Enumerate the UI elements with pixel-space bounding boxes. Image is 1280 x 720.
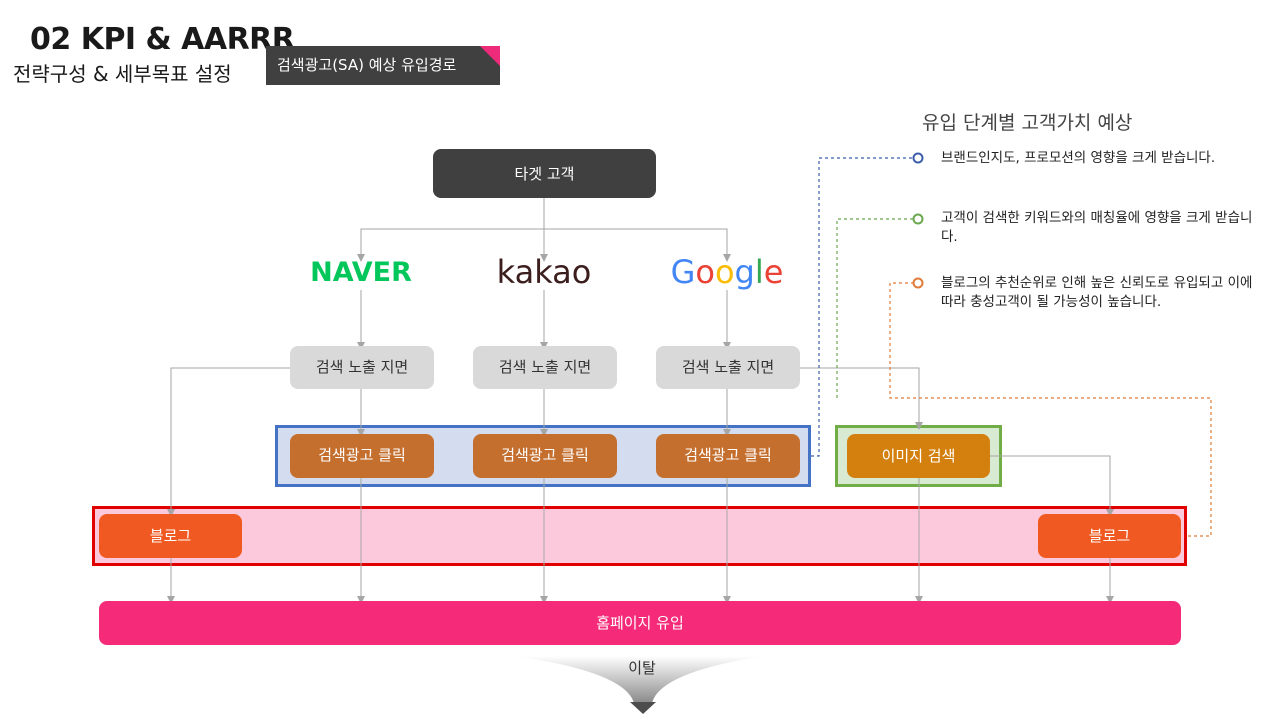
legend-dot-blue — [912, 152, 924, 164]
blog-node-left: 블로그 — [99, 514, 242, 558]
leader-image-search — [836, 218, 914, 398]
legend-item-ad-click: 브랜드인지도, 프로모션의 영향을 크게 받습니다. — [941, 150, 1216, 166]
target-customer-label: 타겟 고객 — [514, 164, 575, 183]
exit-funnel — [515, 656, 765, 703]
image-search-node: 이미지 검색 — [847, 434, 990, 478]
leader-blog — [889, 282, 1212, 537]
ad-click-label: 검색광고 클릭 — [501, 446, 589, 464]
google-logo-letter: o — [695, 253, 715, 291]
blog-node-right: 블로그 — [1038, 514, 1181, 558]
exposure-node-kakao: 검색 노출 지면 — [473, 346, 617, 389]
connector-target-naver — [357, 228, 544, 262]
google-logo-letter: l — [754, 253, 764, 291]
google-logo: Google — [660, 253, 794, 291]
exit-arrow-icon — [630, 702, 656, 714]
homepage-node: 홈페이지 유입 — [99, 601, 1181, 645]
legend-item-blog: 블로그의 추천순위로 인해 높은 신뢰도로 유입되고 이에 따라 충성고객이 될… — [941, 275, 1253, 310]
legend-title: 유입 단계별 고객가치 예상 — [922, 112, 1133, 134]
google-logo-letter: e — [763, 253, 784, 291]
ad-click-label: 검색광고 클릭 — [684, 446, 772, 464]
tag-corner-accent — [480, 46, 500, 66]
connector-target-google — [544, 228, 731, 262]
leader-ad-click — [811, 157, 914, 457]
ad-click-node-naver: 검색광고 클릭 — [290, 434, 434, 478]
target-customer-node: 타겟 고객 — [433, 149, 656, 198]
google-logo-letter: g — [734, 253, 755, 291]
exit-label: 이탈 — [628, 659, 656, 677]
naver-logo: NAVER — [310, 257, 412, 288]
image-search-label: 이미지 검색 — [881, 447, 956, 465]
ad-click-label: 검색광고 클릭 — [318, 446, 406, 464]
google-logo-letter: G — [670, 253, 696, 291]
connector-exposure-image — [799, 367, 923, 430]
exposure-label: 검색 노출 지면 — [315, 358, 409, 376]
page-subtitle: 전략구성 & 세부목표 설정 — [13, 62, 232, 86]
google-logo-letter: o — [714, 253, 735, 291]
exposure-label: 검색 노출 지면 — [498, 358, 592, 376]
ad-click-node-google: 검색광고 클릭 — [656, 434, 800, 478]
kakao-logo: kakao — [496, 253, 592, 291]
legend-dot-green — [912, 213, 924, 225]
exposure-node-naver: 검색 노출 지면 — [290, 346, 434, 389]
ad-click-node-kakao: 검색광고 클릭 — [473, 434, 617, 478]
section-tag-label: 검색광고(SA) 예상 유입경로 — [277, 56, 457, 74]
connector-exposure-blog-left — [167, 367, 290, 517]
blog-label: 블로그 — [1088, 527, 1131, 545]
page-title: 02 KPI & AARRR — [30, 22, 295, 57]
legend-item-image-search: 고객이 검색한 키워드와의 매칭율에 영향을 크게 받습니다. — [941, 210, 1253, 245]
blog-label: 블로그 — [149, 527, 192, 545]
exposure-label: 검색 노출 지면 — [681, 358, 775, 376]
legend-dot-orange — [912, 277, 924, 289]
homepage-label: 홈페이지 유입 — [596, 614, 684, 632]
exposure-node-google: 검색 노출 지면 — [656, 346, 800, 389]
connector-image-blog-right — [990, 455, 1114, 517]
blog-band-frame — [92, 506, 1187, 566]
section-tag: 검색광고(SA) 예상 유입경로 — [266, 46, 500, 85]
